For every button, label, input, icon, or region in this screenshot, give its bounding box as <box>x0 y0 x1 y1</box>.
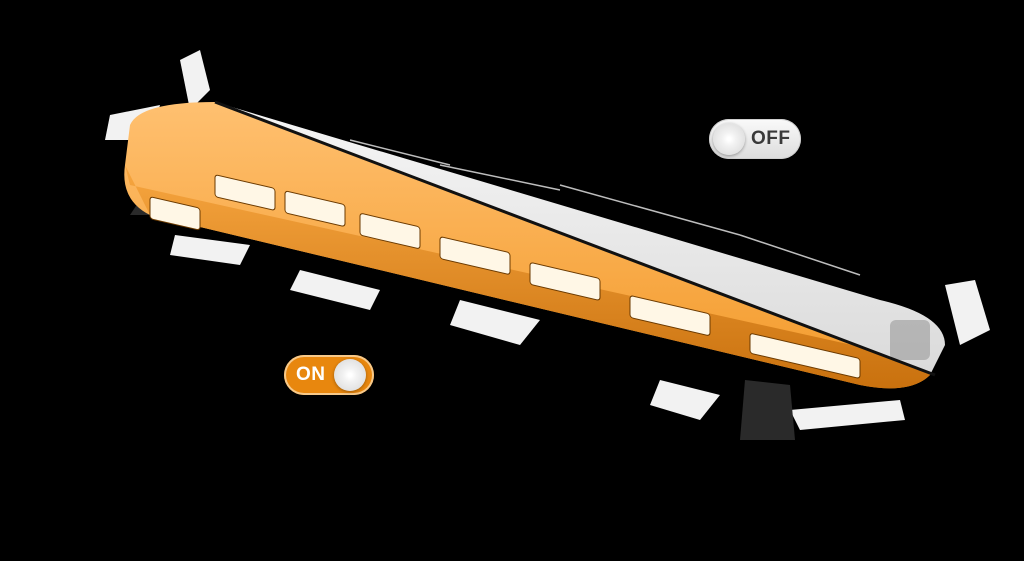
on-toggle[interactable]: ON <box>284 355 374 395</box>
split-divider <box>214 100 936 377</box>
off-label: OFF <box>751 128 791 149</box>
glare-effects <box>105 50 990 430</box>
on-label: ON <box>296 364 326 385</box>
toggle-knob[interactable] <box>713 123 745 155</box>
toggle-knob[interactable] <box>333 359 366 391</box>
lit-half <box>124 102 946 389</box>
off-toggle[interactable]: OFF <box>709 119 801 159</box>
